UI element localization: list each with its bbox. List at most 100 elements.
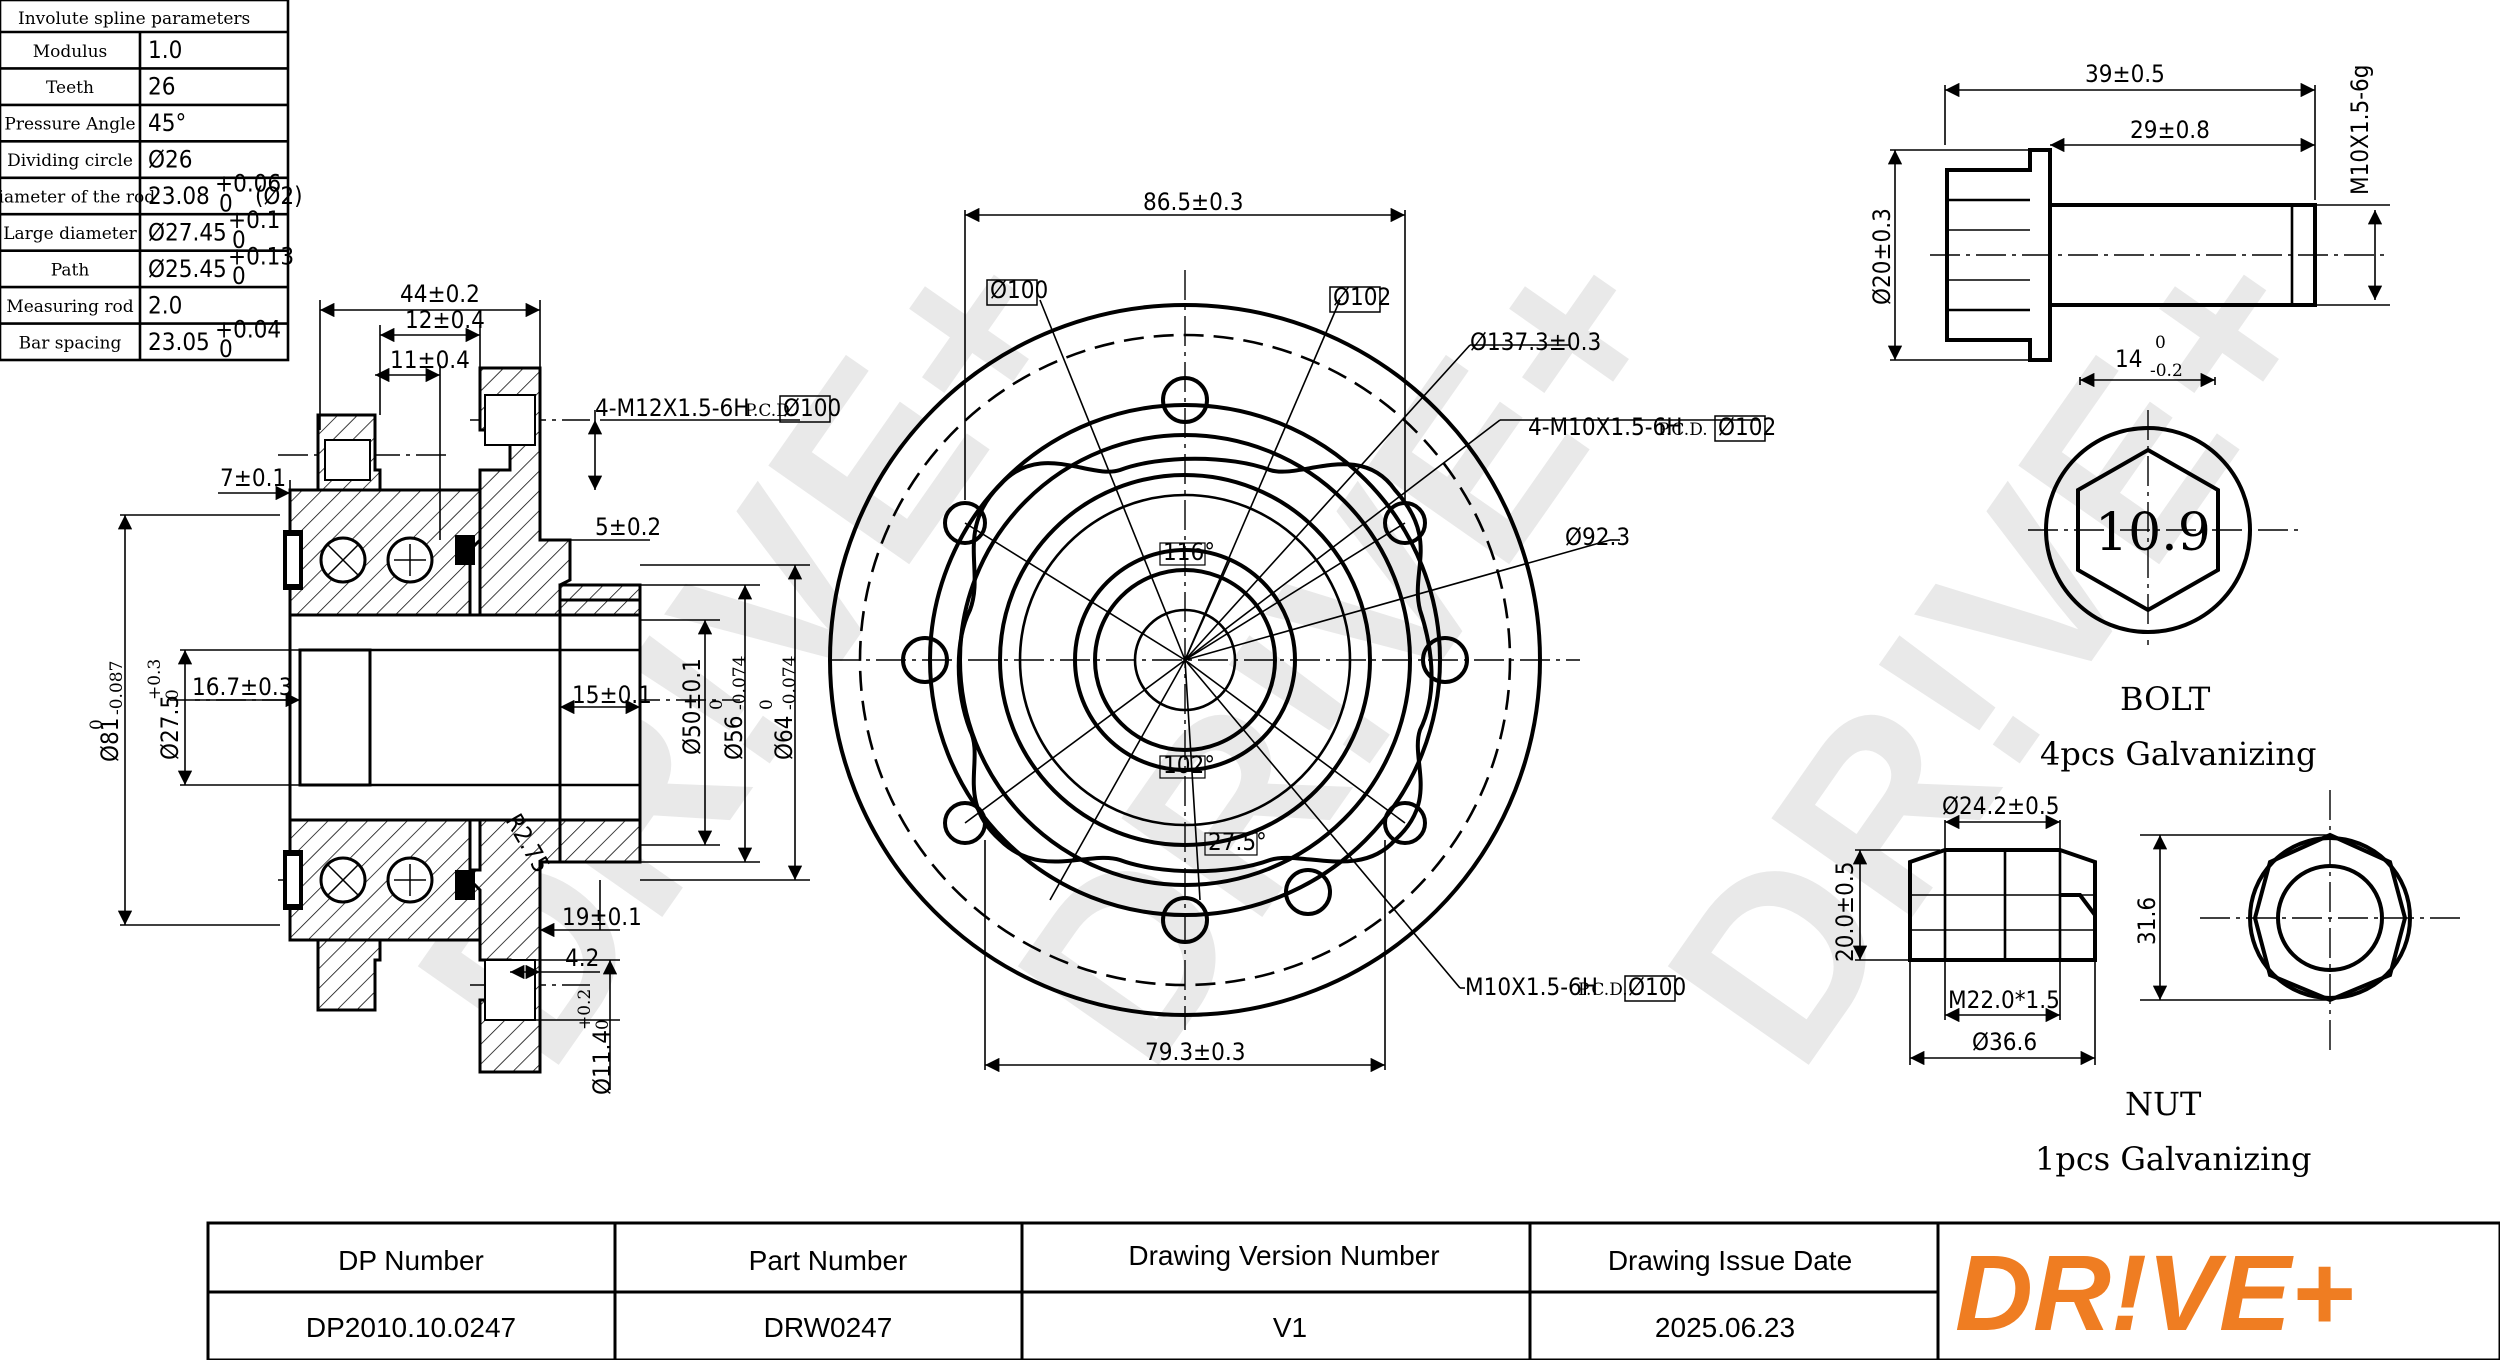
header-part-number: Part Number xyxy=(749,1245,908,1276)
dim-7: 7±0.1 xyxy=(220,464,286,492)
value-part-number: DRW0247 xyxy=(764,1312,893,1343)
watermark-3: DR!VE+ xyxy=(1614,192,2372,1109)
nut-drawing: Ø24.2±0.5 20.0±0.5 M22.0*1.5 Ø36.6 31.6 … xyxy=(1831,790,2460,1178)
spline-row-tol-upper: +0.1 xyxy=(228,206,280,234)
spline-row-value: 1.0 xyxy=(148,36,182,64)
spline-row-label: Path xyxy=(51,260,90,280)
bolt-grade: 10.9 xyxy=(2095,503,2211,563)
spline-row-tol-upper: +0.04 xyxy=(215,315,281,343)
dim-56-tol: -0.074 xyxy=(730,656,750,710)
hub-front-view: 86.5±0.3 Ø100 Ø102 Ø137.3±0.3 4-M10X1.5-… xyxy=(828,188,1776,1073)
dim-81: Ø81 xyxy=(96,718,124,762)
hub-section-view: 44±0.2 12±0.4 11±0.4 4-M12X1.5-6H P.C.D.… xyxy=(87,280,841,1095)
spline-row-tol-lower: 0 xyxy=(219,189,233,217)
spline-row-value: 26 xyxy=(148,73,175,101)
spline-row-label: Dividing circle xyxy=(7,151,133,171)
dim-44: 44±0.2 xyxy=(400,280,480,308)
spline-row-value: 23.08 xyxy=(148,182,210,210)
header-drawing-version: Drawing Version Number xyxy=(1128,1240,1439,1271)
spline-row-value: Ø25.45 xyxy=(148,255,227,283)
dim-5: 5±0.2 xyxy=(595,513,661,541)
angle-102: 102° xyxy=(1163,751,1215,779)
dim-137-3: Ø137.3±0.3 xyxy=(1470,328,1601,356)
bolt-dim-20: Ø20±0.3 xyxy=(1868,208,1896,305)
thread-3: M10X1.5-6H xyxy=(1465,973,1598,1001)
dim-27-5-tol0: 0 xyxy=(163,689,183,700)
bolt-dim-14-tol-top: 0 xyxy=(2155,333,2166,353)
bolt-drawing: 39±0.5 29±0.8 M10X1.5-6g Ø20±0.3 14 0 -0… xyxy=(1868,60,2390,773)
dim-11: 11±0.4 xyxy=(390,346,470,374)
dim-11-4-tol0: 0 xyxy=(593,1019,613,1030)
dim-4-2: 4.2 xyxy=(565,944,599,972)
value-dp-number: DP2010.10.0247 xyxy=(306,1312,516,1343)
spline-row-value: 45° xyxy=(148,109,186,137)
spline-row-value: 2.0 xyxy=(148,291,182,319)
header-issue-date: Drawing Issue Date xyxy=(1608,1245,1852,1276)
pcd-3: P.C.D. xyxy=(1578,980,1628,1000)
dim-92-3: Ø92.3 xyxy=(1565,523,1630,551)
bolt-thread: M10X1.5-6g xyxy=(2346,65,2374,195)
spline-row-tol-upper: +0.06 xyxy=(215,170,281,198)
dim-27-5: Ø27.5 xyxy=(156,695,184,760)
value-issue-date: 2025.06.23 xyxy=(1655,1312,1795,1343)
spline-row-tol-upper: +0.13 xyxy=(228,243,294,271)
nut-thread: M22.0*1.5 xyxy=(1948,986,2060,1014)
nut-note: 1pcs Galvanizing xyxy=(2035,1140,2311,1178)
bolt-note: 4pcs Galvanizing xyxy=(2040,735,2316,773)
pcd-2-value: Ø102 xyxy=(1718,413,1776,441)
dim-11-4-tol: +0.2 xyxy=(575,989,595,1030)
spline-row-label: Large diameter xyxy=(3,224,137,244)
dim-81-tol0: 0 xyxy=(87,719,107,730)
spline-row-label: Measuring rod xyxy=(6,297,133,317)
nut-dim-31-6: 31.6 xyxy=(2133,897,2161,945)
spline-row-label: Diameter of the rod xyxy=(0,188,155,208)
thread-1: 4-M12X1.5-6H xyxy=(595,394,750,422)
dim-50: Ø50±0.1 xyxy=(678,658,706,755)
pcd-2: P.C.D. xyxy=(1658,420,1708,440)
bolt-dim-39: 39±0.5 xyxy=(2085,60,2165,88)
dim-12: 12±0.4 xyxy=(405,306,485,334)
dim-11-4: Ø11.4 xyxy=(588,1030,616,1095)
dim-81-tol: -0.087 xyxy=(107,661,127,715)
pcd-3-value: Ø100 xyxy=(1628,973,1686,1001)
dim-64: Ø64 xyxy=(770,716,798,760)
nut-dim-20: 20.0±0.5 xyxy=(1831,862,1859,962)
spline-row-tol-lower: 0 xyxy=(219,335,233,363)
spline-row-label: Teeth xyxy=(46,78,94,98)
dim-64-tol0: 0 xyxy=(757,699,777,710)
pcd-1: P.C.D. xyxy=(745,401,795,421)
nut-dim-36-6: Ø36.6 xyxy=(1972,1028,2037,1056)
bolt-dim-29: 29±0.8 xyxy=(2130,116,2210,144)
spline-row-value: Ø27.45 xyxy=(148,218,227,246)
spline-row-label: Bar spacing xyxy=(19,333,122,353)
spline-row-value: 23.05 xyxy=(148,328,210,356)
dim-16-7: 16.7±0.3 xyxy=(192,673,292,701)
nut-label: NUT xyxy=(2125,1085,2202,1123)
value-drawing-version: V1 xyxy=(1273,1312,1307,1343)
dim-56: Ø56 xyxy=(720,716,748,760)
dim-79-3: 79.3±0.3 xyxy=(1145,1038,1245,1066)
dim-15: 15±0.1 xyxy=(572,681,652,709)
bolt-dim-14-tol-bot: -0.2 xyxy=(2150,361,2183,381)
bolt-label: BOLT xyxy=(2120,680,2211,718)
spline-row-suffix: (Ø2) xyxy=(255,182,303,210)
spline-table-title: Involute spline parameters xyxy=(18,9,250,29)
spline-row-value: Ø26 xyxy=(148,146,192,174)
header-dp-number: DP Number xyxy=(338,1245,484,1276)
bolt-dim-14: 14 xyxy=(2115,345,2142,373)
title-block: DP Number Part Number Drawing Version Nu… xyxy=(206,1221,2500,1360)
spline-row-tol-lower: 0 xyxy=(232,226,246,254)
drive-logo: DR!VE+ xyxy=(1955,1232,2354,1353)
dim-19: 19±0.1 xyxy=(562,903,642,931)
spline-row-label: Modulus xyxy=(33,42,108,62)
angle-116: 116° xyxy=(1163,538,1215,566)
dim-86-5: 86.5±0.3 xyxy=(1143,188,1243,216)
dim-27-5-tol: +0.3 xyxy=(145,659,165,700)
spline-row-tol-lower: 0 xyxy=(232,262,246,290)
dim-64-tol: -0.074 xyxy=(780,656,800,710)
thread-2: 4-M10X1.5-6H xyxy=(1528,413,1683,441)
angle-27-5: 27.5° xyxy=(1208,828,1267,856)
pcd-1-value: Ø100 xyxy=(783,394,841,422)
